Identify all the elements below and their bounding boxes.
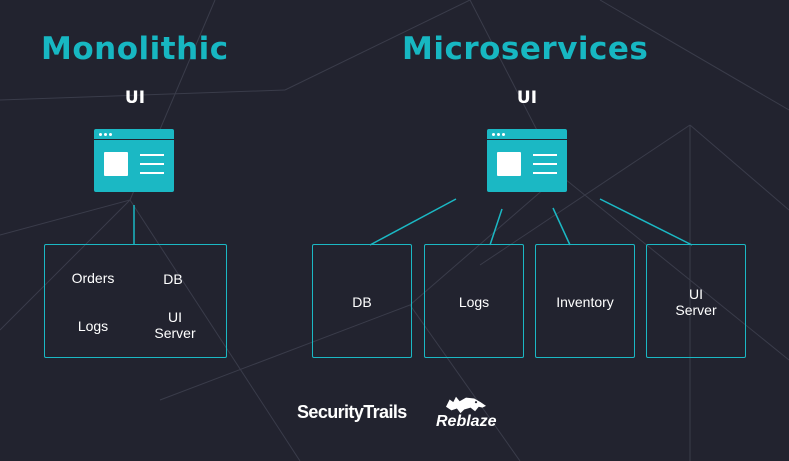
rhino-icon [446,396,486,414]
monolithic-component-orders: Orders [71,270,115,286]
monolithic-component-db: DB [163,271,183,287]
service-label-inventory: Inventory [556,294,614,310]
service-box-db [312,244,412,358]
micro-connector-logs [489,208,503,246]
monolithic-app-box [44,244,227,358]
monolithic-ui-window-icon [94,129,174,192]
service-label-logs: Logs [458,294,490,310]
micro-connector-inventory [552,207,571,246]
microservices-ui-label: UI [516,88,538,108]
microservices-title: Microservices [402,31,649,67]
service-box-ui-server [646,244,746,358]
service-label-db: DB [352,294,372,310]
monolithic-component-logs: Logs [77,318,109,334]
micro-connector-db [369,198,457,246]
monolithic-ui-label: UI [124,88,146,108]
service-label-ui-server: UI Server [675,286,717,318]
monolithic-component-ui-server: UI Server [154,309,196,341]
reblaze-logo: Reblaze [436,413,497,430]
service-box-inventory [535,244,635,358]
monolithic-title: Monolithic [41,31,229,67]
securitytrails-logo: SecurityTrails [297,402,407,422]
micro-connector-ui-server [599,198,693,246]
microservices-ui-window-icon [487,129,567,192]
service-box-logs [424,244,524,358]
